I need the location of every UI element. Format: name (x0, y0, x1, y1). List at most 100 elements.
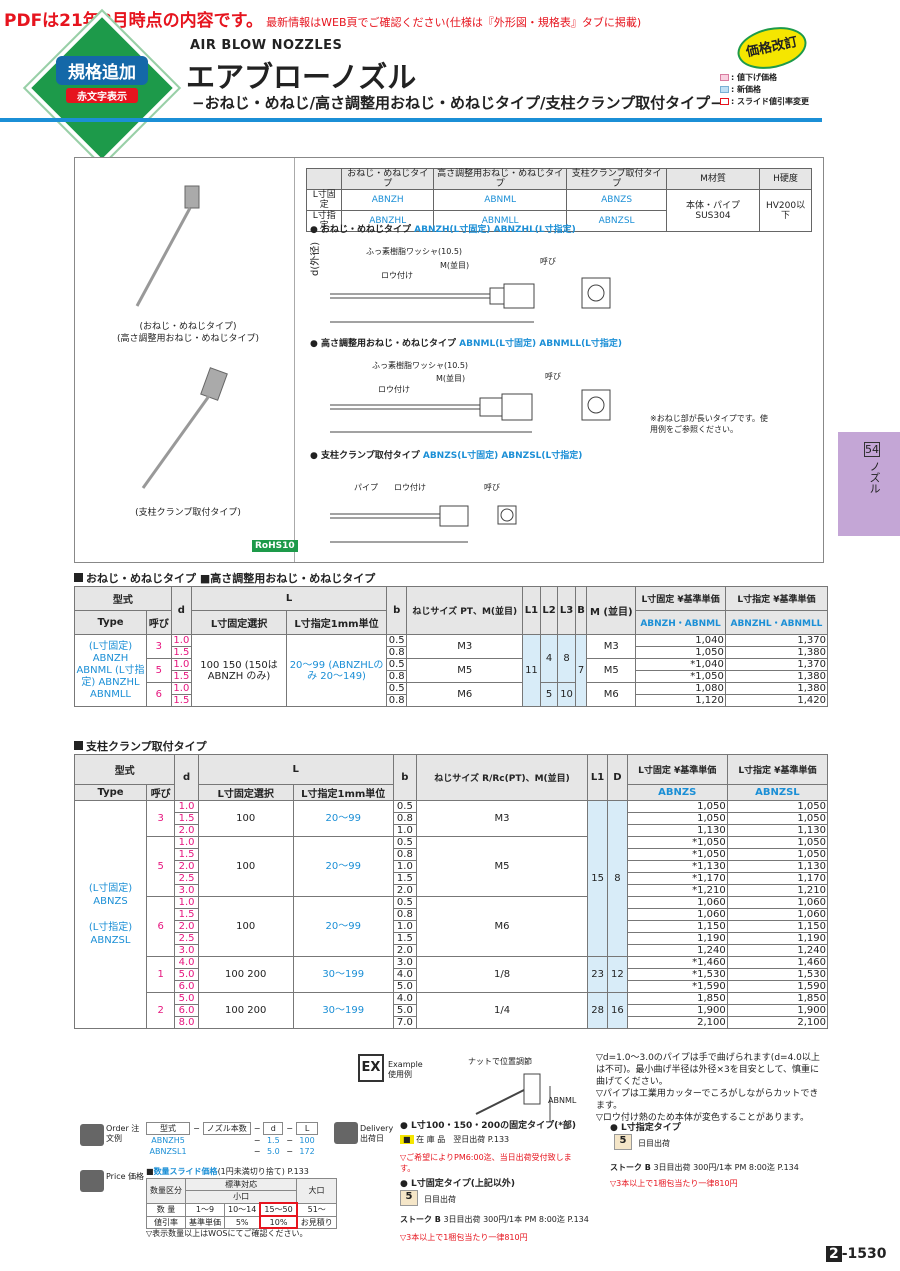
label-brazed2: ロウ付け (378, 385, 410, 394)
photo-panel (75, 158, 295, 562)
diagram1-title: ● おねじ・めねじタイプ ABNZH(L寸固定) ABNZHL(L寸指定) (310, 225, 576, 235)
table1-section-title: おねじ・めねじタイプ ■高さ調整用おねじ・めねじタイプ (74, 570, 375, 586)
spec-hardness: HV200以下 (759, 189, 812, 232)
header-divider (0, 118, 822, 122)
price-slide-title: ■数量スライド価格(1円未満切り捨て) P.133 (146, 1167, 309, 1176)
example-nut-note: ナットで位置調節 (468, 1057, 532, 1066)
caption-type3: (支柱クランプ取付タイプ) (135, 508, 241, 518)
spec-header-hardness: H硬度 (759, 168, 812, 190)
spec-table: おねじ・めねじタイプ 高さ調整用おねじ・めねじタイプ 支柱クランプ取付タイプ M… (305, 168, 812, 232)
spec-header-type2: 高さ調整用おねじ・めねじタイプ (432, 168, 568, 190)
caption-type1: (おねじ・めねじタイプ) (139, 322, 237, 332)
label-yobi3: 呼び (484, 483, 500, 492)
web-notice: 最新情報はWEB頁でご確認ください(仕様は『外形図・規格表』タブに掲載) (266, 16, 642, 29)
table1-row: (L寸固定) ABNZH ABNML (L寸指定) ABNZHL ABNMLL … (74, 634, 829, 707)
delivery-days-label: 日目出荷 (424, 1195, 456, 1204)
example-icon: EX (358, 1054, 384, 1082)
top-notice-bar: PDFは21年8月時点の内容です。 最新情報はWEB頁でご確認ください(仕様は『… (4, 6, 900, 36)
spec-material: 本体・パイプ SUS304 (665, 189, 761, 232)
svg-text:d(外径): d(外径) (310, 242, 321, 276)
side-tab-number: 54 (864, 442, 880, 457)
example-label: Example 使用例 (388, 1060, 423, 1079)
table2: 型式 d L b ねじサイズ R/Rc(PT)、M(並目) L1 D L寸固定 … (73, 754, 829, 1029)
nozzle-photos (135, 185, 228, 489)
caption-type2: (高さ調整用おねじ・めねじタイプ) (116, 334, 260, 344)
table2-types: (L寸固定)ABNZS(L寸指定)ABNZSL (74, 800, 147, 1029)
side-tab-label: ノズル (868, 461, 881, 494)
order-label: Order 注文例 (106, 1124, 140, 1143)
delivery-stock: ■ 在 庫 品 翌日出荷 P.133 (400, 1134, 509, 1145)
delivery-stroke: ストーク B 3日目出荷 300円/1本 PM 8:00迄 P.134 (400, 1215, 589, 1224)
delivery-fixed-other: ● L寸固定タイプ(上記以外) (400, 1179, 515, 1189)
delivery-bulk-note: ▽3本以上で1梱包当たり一律810円 (400, 1233, 528, 1242)
table1-row: 1.5 0.8 1,120 1,420 (75, 694, 829, 707)
delivery-spec-type: ● L寸指定タイプ (610, 1123, 681, 1133)
table1: 型式 d L b ねじサイズ PT、M(並目) L1 L2 L3 B M (並目… (74, 586, 829, 707)
delivery-days-badge: 5 (400, 1190, 418, 1206)
delivery-fixed-std: ● L寸100・150・200の固定タイプ(*部) (400, 1121, 577, 1131)
order-table: 型式−ノズル本数−d−L ABNZH5−1.5−100 ABNZSL1−5.0−… (145, 1122, 319, 1157)
label-washer2: ふっ素樹脂ワッシャ(10.5) (372, 361, 469, 370)
label-nut2: M(並目) (436, 374, 466, 383)
product-overview-box (74, 157, 824, 563)
page-title: エアブローノズル (186, 60, 417, 94)
price-legend: : 値下げ価格 : 新価格 : スライド値引率変更 (720, 72, 809, 108)
page-subtitle: −おねじ・めねじ/高さ調整用おねじ・めねじタイプ/支柱クランプ取付タイプ− (192, 94, 723, 112)
delivery-icon (334, 1122, 358, 1144)
price-label: Price 価格 (106, 1172, 145, 1181)
label-pipe3: パイプ (354, 483, 378, 492)
delivery-days-badge-2: 5 (614, 1134, 632, 1150)
pdf-notice: PDFは21年8月時点の内容です。 (4, 11, 263, 31)
legend-item-discount: : 値下げ価格 (720, 72, 809, 84)
legend-item-slide: : スライド値引率変更 (720, 96, 809, 108)
badge-text: 規格追加 赤文字表示 (56, 56, 148, 103)
spec-header-type3: 支柱クランプ取付タイプ (566, 168, 667, 190)
side-tab[interactable]: 54 ノズル (838, 432, 900, 536)
label-yobi2: 呼び (545, 372, 561, 381)
order-icon (80, 1124, 104, 1146)
delivery-bulk-note-2: ▽3本以上で1梱包当たり一律810円 (610, 1179, 738, 1188)
label-nut1: M(並目) (440, 261, 470, 270)
price-footnote: ▽表示数量以上はWOSにてご確認ください。 (146, 1229, 308, 1238)
table2-section-title: 支柱クランプ取付タイプ (74, 738, 207, 754)
delivery-label: Delivery 出荷日 (360, 1124, 394, 1143)
example-code: ABNML (548, 1096, 577, 1105)
diagram3-drawing (330, 505, 517, 543)
delivery-stroke-2: ストーク B 3日目出荷 300円/1本 PM 8:00迄 P.134 (610, 1163, 799, 1172)
example-drawing (475, 1073, 551, 1122)
note-item: ▽パイプは工業用カッターでころがしながらカットできます。 (596, 1089, 819, 1111)
delivery-stock-note: ▽ご希望によりPM6:00迄、当日出荷受付致します。 (400, 1153, 572, 1173)
legend-item-new: : 新価格 (720, 84, 809, 96)
spec-header-type1: おねじ・めねじタイプ (341, 168, 434, 190)
diagram2-title: ● 高さ調整用おねじ・めねじタイプ ABNML(L寸固定) ABNMLL(L寸指… (310, 339, 623, 349)
page-number: 2-1530 (826, 1246, 887, 1262)
notes-list: ▽d=1.0〜3.0のパイプは手で曲げられます(d=4.0以上は不可)。最小曲げ… (596, 1052, 826, 1124)
diagram1-drawing: d(外径) (310, 242, 611, 323)
diagram3-title: ● 支柱クランプ取付タイプ ABNZS(L寸固定) ABNZSL(L寸指定) (310, 451, 583, 461)
label-washer1: ふっ素樹脂ワッシャ(10.5) (366, 247, 463, 256)
badge-sub: 赤文字表示 (66, 88, 138, 103)
table1-row: 1.5 0.8 *1,050 1,380 (75, 670, 829, 683)
label-yobi1: 呼び (540, 257, 556, 266)
spec-header-material: M材質 (665, 168, 761, 190)
diagram2-drawing (330, 389, 611, 433)
label-brazed1: ロウ付け (381, 271, 413, 280)
note-long-thread: ※おねじ部が長いタイプです。使用例をご参照ください。 (650, 414, 768, 434)
table1-row: 5 1.0 0.5 M5 M5 *1,040 1,370 (75, 658, 829, 683)
